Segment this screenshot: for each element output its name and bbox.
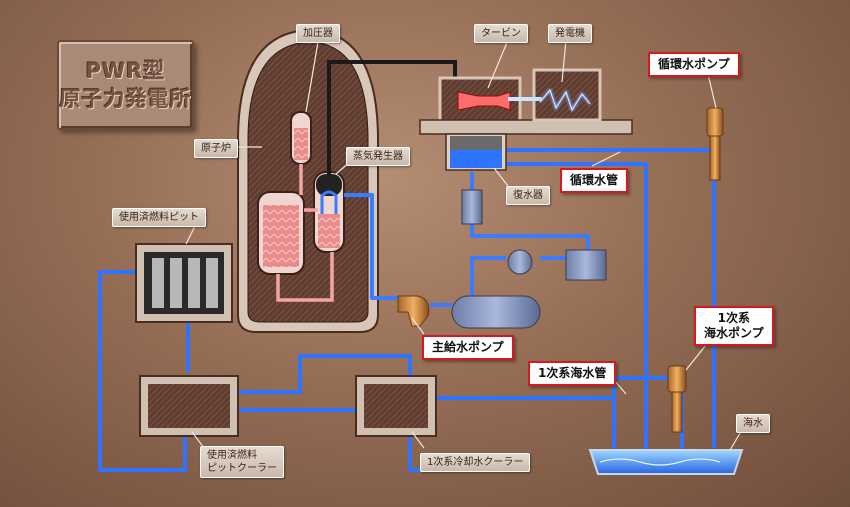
reactor-containment [237, 28, 379, 333]
pressurizer [290, 111, 312, 165]
label-spent-fuel-cooler-line1: 使用済燃料 [207, 450, 257, 461]
primary-loop [276, 164, 334, 302]
seawater-basin [588, 449, 744, 475]
label-condenser: 復水器 [506, 186, 550, 205]
label-turbine: タービン [474, 24, 528, 43]
callout-primary-seawater-pump: 1次系 海水ポンプ [694, 306, 774, 346]
label-spent-fuel-cooler-line2: ピットクーラー [207, 463, 277, 474]
callout-circulating-pump: 循環水ポンプ [648, 52, 740, 77]
main-feed-pump [397, 295, 430, 327]
callout-primary-seawater-pipe: 1次系海水管 [528, 361, 617, 386]
title-line-1: PWR型 [85, 58, 166, 83]
steam-generator [313, 171, 345, 253]
label-spent-fuel-pit: 使用済燃料ピット [112, 208, 206, 227]
callout-main-feed-pump: 主給水ポンプ [422, 335, 514, 360]
title-plate: PWR型 原子力発電所 [57, 40, 194, 130]
label-pressurizer: 加圧器 [296, 24, 340, 43]
primary-cooling-water-cooler [355, 375, 437, 437]
label-seawater: 海水 [736, 414, 770, 433]
label-steam-generator: 蒸気発生器 [346, 147, 410, 166]
primary-seawater-pump [667, 365, 687, 433]
feedwater-tank [451, 295, 541, 329]
callout-circulating-pipe: 循環水管 [560, 168, 629, 193]
condensate-pump [461, 189, 483, 225]
spent-fuel-pit-cooler [139, 375, 239, 437]
feedwater-lines [344, 172, 590, 307]
title-line-2: 原子力発電所 [59, 87, 192, 111]
reactor-vessel [257, 191, 305, 275]
callout-primary-seawater-pump-line2: 海水ポンプ [704, 326, 764, 340]
condenser [445, 133, 507, 171]
circulating-water-pump [706, 107, 724, 181]
steam-line [327, 60, 457, 174]
label-generator: 発電機 [548, 24, 592, 43]
label-primary-cooler: 1次系冷却水クーラー [420, 453, 531, 472]
feedwater-heater-pump [507, 249, 607, 281]
label-reactor: 原子炉 [194, 139, 238, 158]
callout-primary-seawater-pump-line1: 1次系 [717, 311, 750, 325]
label-spent-fuel-cooler: 使用済燃料 ピットクーラー [200, 446, 284, 478]
turbine-housing [419, 68, 633, 135]
spent-fuel-pit [135, 243, 233, 323]
